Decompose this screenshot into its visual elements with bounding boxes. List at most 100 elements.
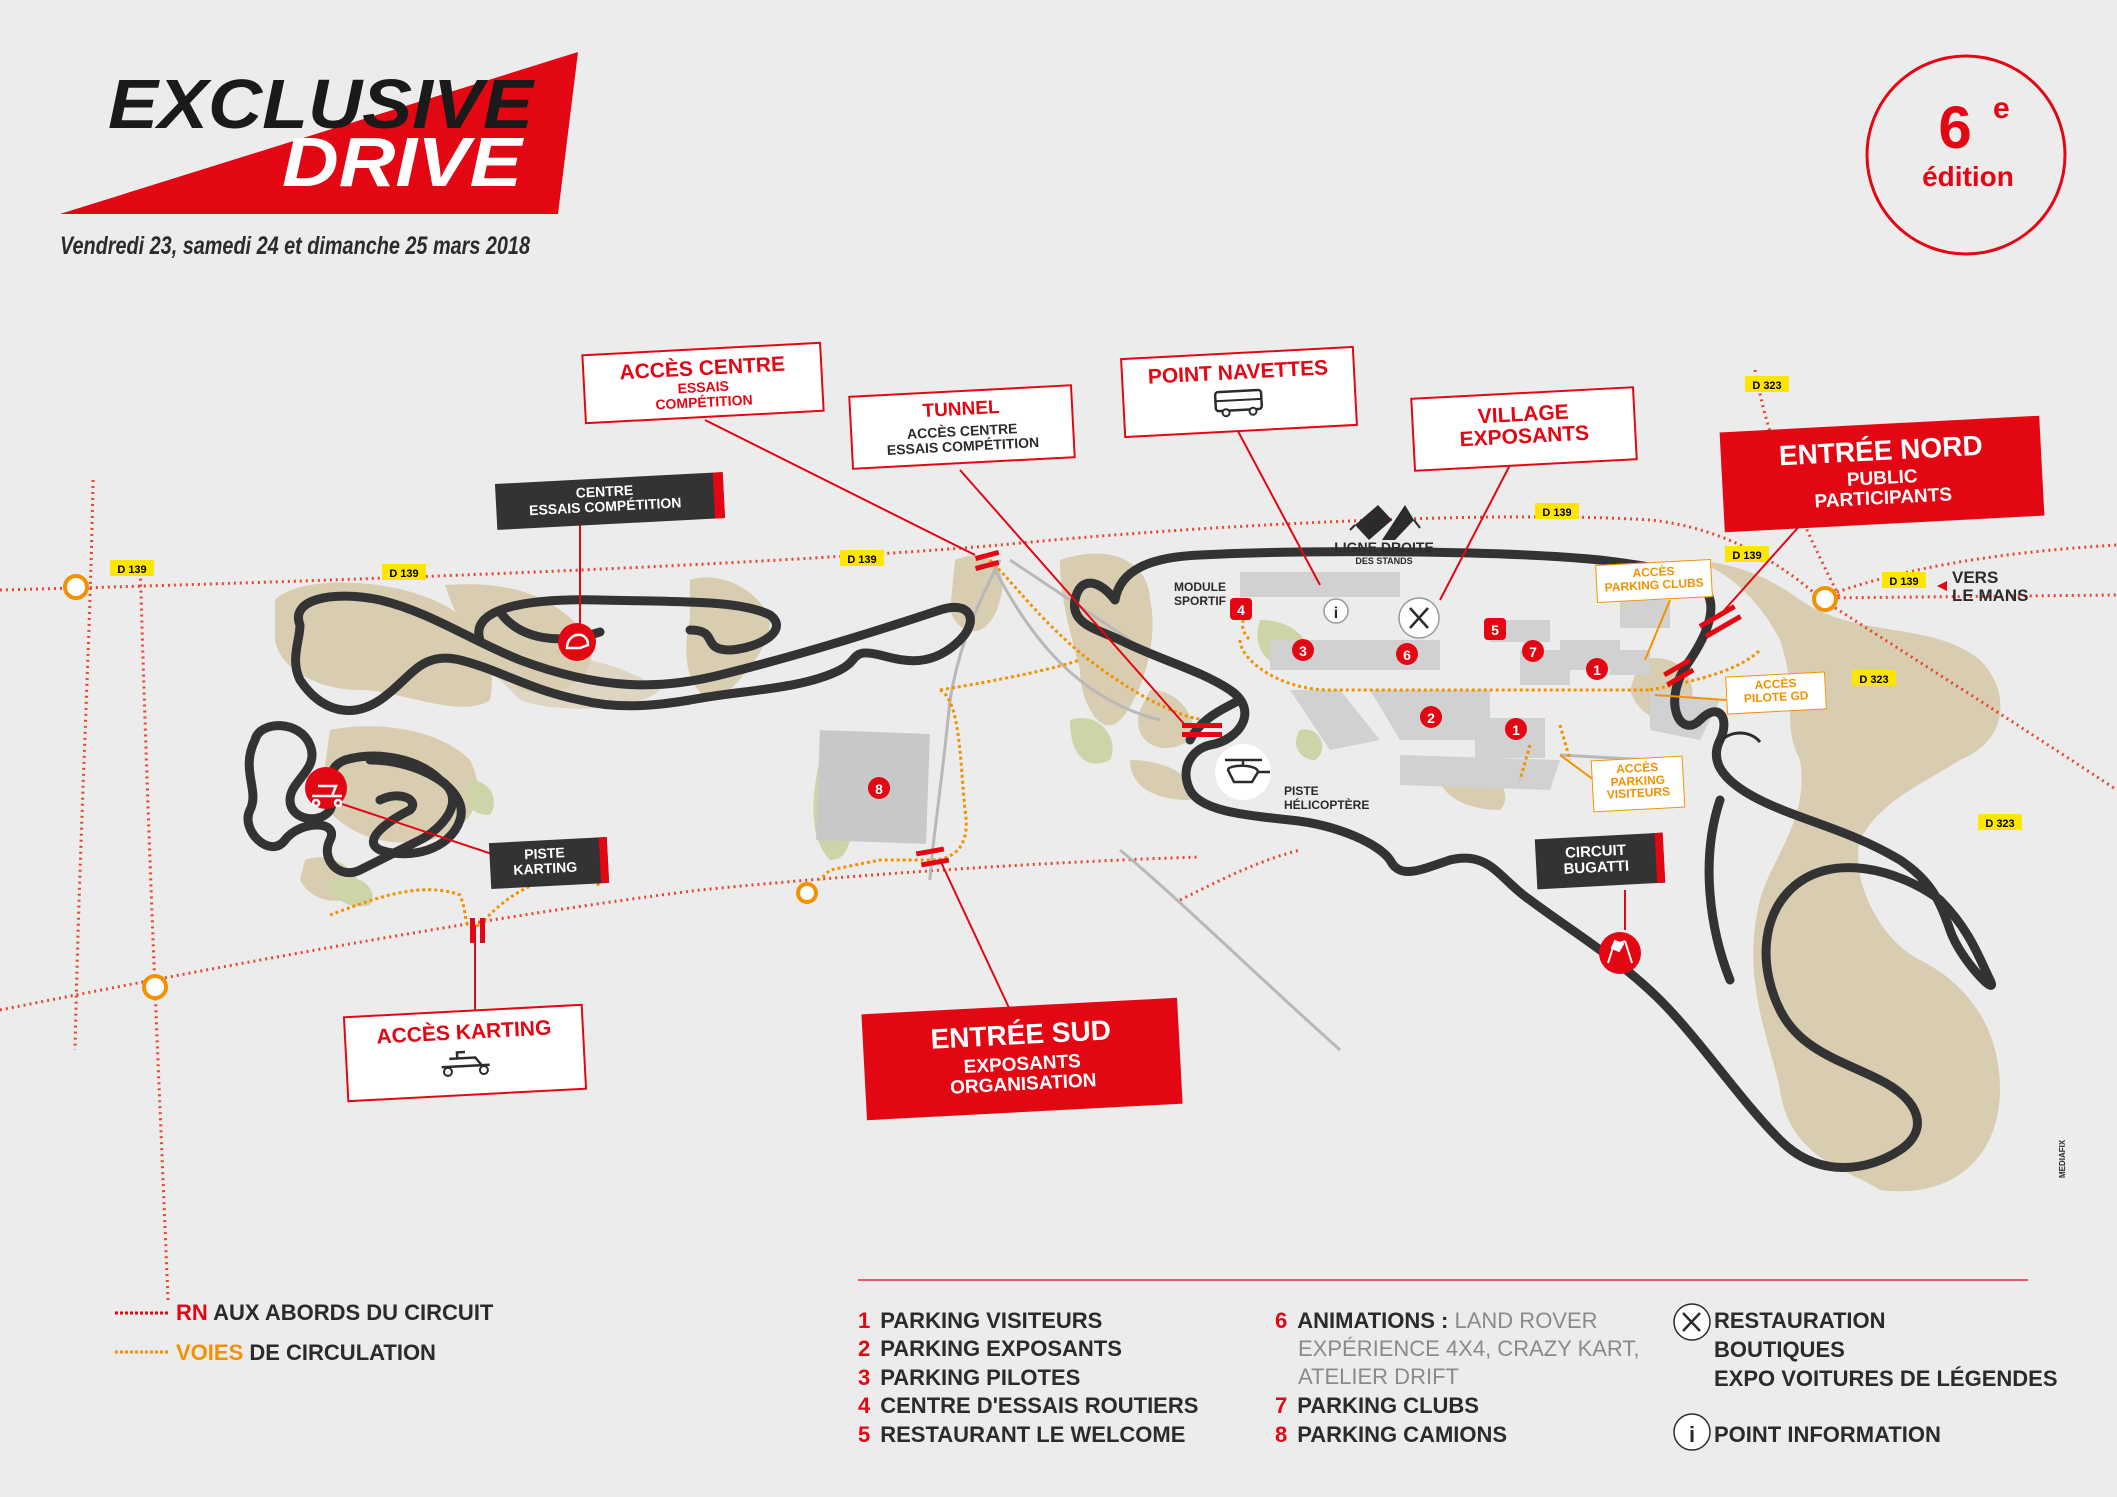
point-navettes-title: POINT NAVETTES <box>1147 356 1329 389</box>
legend-item-2: 2 PARKING EXPOSANTS <box>858 1336 1122 1362</box>
legend-voies-key: VOIES <box>176 1340 244 1365</box>
edition-badge: 6 e édition <box>1865 54 2067 256</box>
edition-word: édition <box>1922 161 2014 192</box>
info-legend-icon: i <box>1673 1413 1711 1451</box>
d139-label-5: D 139 <box>1725 546 1769 562</box>
legend-item-3: 3 PARKING PILOTES <box>858 1365 1080 1391</box>
d139-label-6: D 139 <box>1882 572 1926 588</box>
legend-num-5: 5 <box>858 1422 871 1447</box>
roundabouts <box>63 574 1838 1000</box>
marker-2: 2 <box>1420 706 1442 728</box>
svg-text:i: i <box>1689 1422 1695 1447</box>
checkered-flags-icon <box>1349 505 1421 540</box>
event-dates: Vendredi 23, samedi 24 et dimanche 25 ma… <box>60 232 530 260</box>
legend-num-6: 6 <box>1275 1308 1288 1333</box>
svg-text:D 139: D 139 <box>389 568 418 580</box>
kart-icon <box>441 1050 490 1077</box>
flags-map-icon <box>1599 932 1641 974</box>
legend-num-2: 2 <box>858 1336 871 1361</box>
vers-label: VERS <box>1952 568 1998 587</box>
tunnel-callout: TUNNEL ACCÈS CENTRE ESSAIS COMPÉTITION <box>848 384 1076 470</box>
legend-label-1: PARKING VISITEURS <box>880 1308 1103 1333</box>
legend-expo: EXPO VOITURES DE LÉGENDES <box>1714 1366 2058 1391</box>
d139-label-3: D 139 <box>840 550 884 566</box>
bus-icon <box>1213 388 1264 418</box>
restaurant-map-icon <box>1398 597 1440 639</box>
svg-text:4: 4 <box>1237 602 1245 618</box>
acces-parking-clubs-callout: ACCÈS PARKING CLUBS <box>1595 558 1713 604</box>
logo-line1: EXCLUSIVE <box>108 65 535 143</box>
legend-item-8: 8 PARKING CAMIONS <box>1275 1422 1507 1448</box>
svg-text:1: 1 <box>1593 662 1601 678</box>
legend-label-2: PARKING EXPOSANTS <box>880 1336 1122 1361</box>
svg-text:D 139: D 139 <box>117 564 146 576</box>
apv-line3: VISITEURS <box>1606 784 1671 802</box>
d323-label-3: D 323 <box>1978 814 2022 830</box>
marker-3: 3 <box>1292 639 1314 661</box>
marker-4: 4 <box>1230 598 1252 620</box>
legend-info: POINT INFORMATION <box>1714 1422 1941 1447</box>
map-markers: 1 1 2 3 4 5 6 7 8 <box>868 598 1608 799</box>
circulation-lanes <box>329 558 1762 928</box>
svg-text:D 139: D 139 <box>1889 576 1918 588</box>
marker-1b: 1 <box>1505 718 1527 740</box>
svg-text:PISTE: PISTE <box>1284 784 1319 798</box>
helicopter-icon <box>1215 744 1271 800</box>
rn-roads <box>0 369 2117 1301</box>
legend-num-7: 7 <box>1275 1393 1288 1418</box>
marker-8: 8 <box>868 777 890 799</box>
d139-label-2: D 139 <box>382 564 426 580</box>
legend-voies: VOIES DE CIRCULATION <box>176 1340 436 1366</box>
svg-text:1: 1 <box>1512 722 1520 738</box>
edition-number: 6 <box>1938 94 1971 161</box>
svg-text:LIGNE DROITE: LIGNE DROITE <box>1334 539 1434 555</box>
legend-label-7: PARKING CLUBS <box>1297 1393 1479 1418</box>
svg-text:MEDIAFIX: MEDIAFIX <box>2058 1139 2067 1178</box>
legend-item-6-line3: ATELIER DRIFT <box>1298 1364 1459 1389</box>
legend-label-3: PARKING PILOTES <box>880 1365 1081 1390</box>
svg-text:7: 7 <box>1529 644 1537 660</box>
acces-karting-title: ACCÈS KARTING <box>375 1016 552 1049</box>
svg-text:SPORTIF: SPORTIF <box>1174 594 1226 608</box>
svg-text:6: 6 <box>1403 647 1411 663</box>
village-exposants-callout: VILLAGE EXPOSANTS <box>1410 386 1638 472</box>
road-labels: D 139 D 139 D 139 D 139 D 139 D 139 D 32… <box>110 376 2029 830</box>
marker-7: 7 <box>1522 640 1544 662</box>
acces-centre-callout: ACCÈS CENTRE ESSAIS COMPÉTITION <box>581 341 825 425</box>
legend-rn-key: RN <box>176 1300 208 1325</box>
entree-sud-callout: ENTRÉE SUD EXPOSANTS ORGANISATION <box>861 997 1183 1121</box>
legend-rn-rest: AUX ABORDS DU CIRCUIT <box>207 1300 494 1325</box>
map-icons: i <box>305 505 1762 974</box>
svg-text:5: 5 <box>1491 622 1499 638</box>
kart-map-icon <box>305 767 347 809</box>
point-navettes-callout: POINT NAVETTES <box>1120 345 1358 439</box>
svg-text:3: 3 <box>1299 643 1307 659</box>
restaurant-legend-icon <box>1673 1303 1711 1341</box>
svg-text:D 139: D 139 <box>847 554 876 566</box>
legend-voies-rest: DE CIRCULATION <box>243 1340 436 1365</box>
svg-text:D 323: D 323 <box>1752 380 1781 392</box>
legend-num-3: 3 <box>858 1365 871 1390</box>
legend-num-4: 4 <box>858 1393 871 1418</box>
legend-restauration: RESTAURATION <box>1714 1308 1886 1333</box>
acces-karting-callout: ACCÈS KARTING <box>342 1003 588 1103</box>
circuit-bugatti-label: CIRCUIT BUGATTI <box>1534 832 1666 890</box>
legend-label-4: CENTRE D'ESSAIS ROUTIERS <box>880 1393 1199 1418</box>
d139-label-1: D 139 <box>110 560 154 576</box>
legend-num-8: 8 <box>1275 1422 1288 1447</box>
svg-text:DES STANDS: DES STANDS <box>1355 556 1412 566</box>
le-mans-label: LE MANS <box>1952 586 2029 605</box>
legend-label-8: PARKING CAMIONS <box>1297 1422 1508 1447</box>
helmet-icon <box>558 623 596 661</box>
d323-label-2: D 323 <box>1852 670 1896 686</box>
acces-parking-visiteurs-callout: ACCÈS PARKING VISITEURS <box>1590 755 1686 813</box>
marker-6: 6 <box>1396 643 1418 665</box>
piste-karting-label: PISTE KARTING <box>488 836 610 890</box>
callout-lines <box>329 419 1804 1011</box>
logo: EXCLUSIVE DRIVE <box>60 52 578 214</box>
svg-text:2: 2 <box>1427 710 1435 726</box>
